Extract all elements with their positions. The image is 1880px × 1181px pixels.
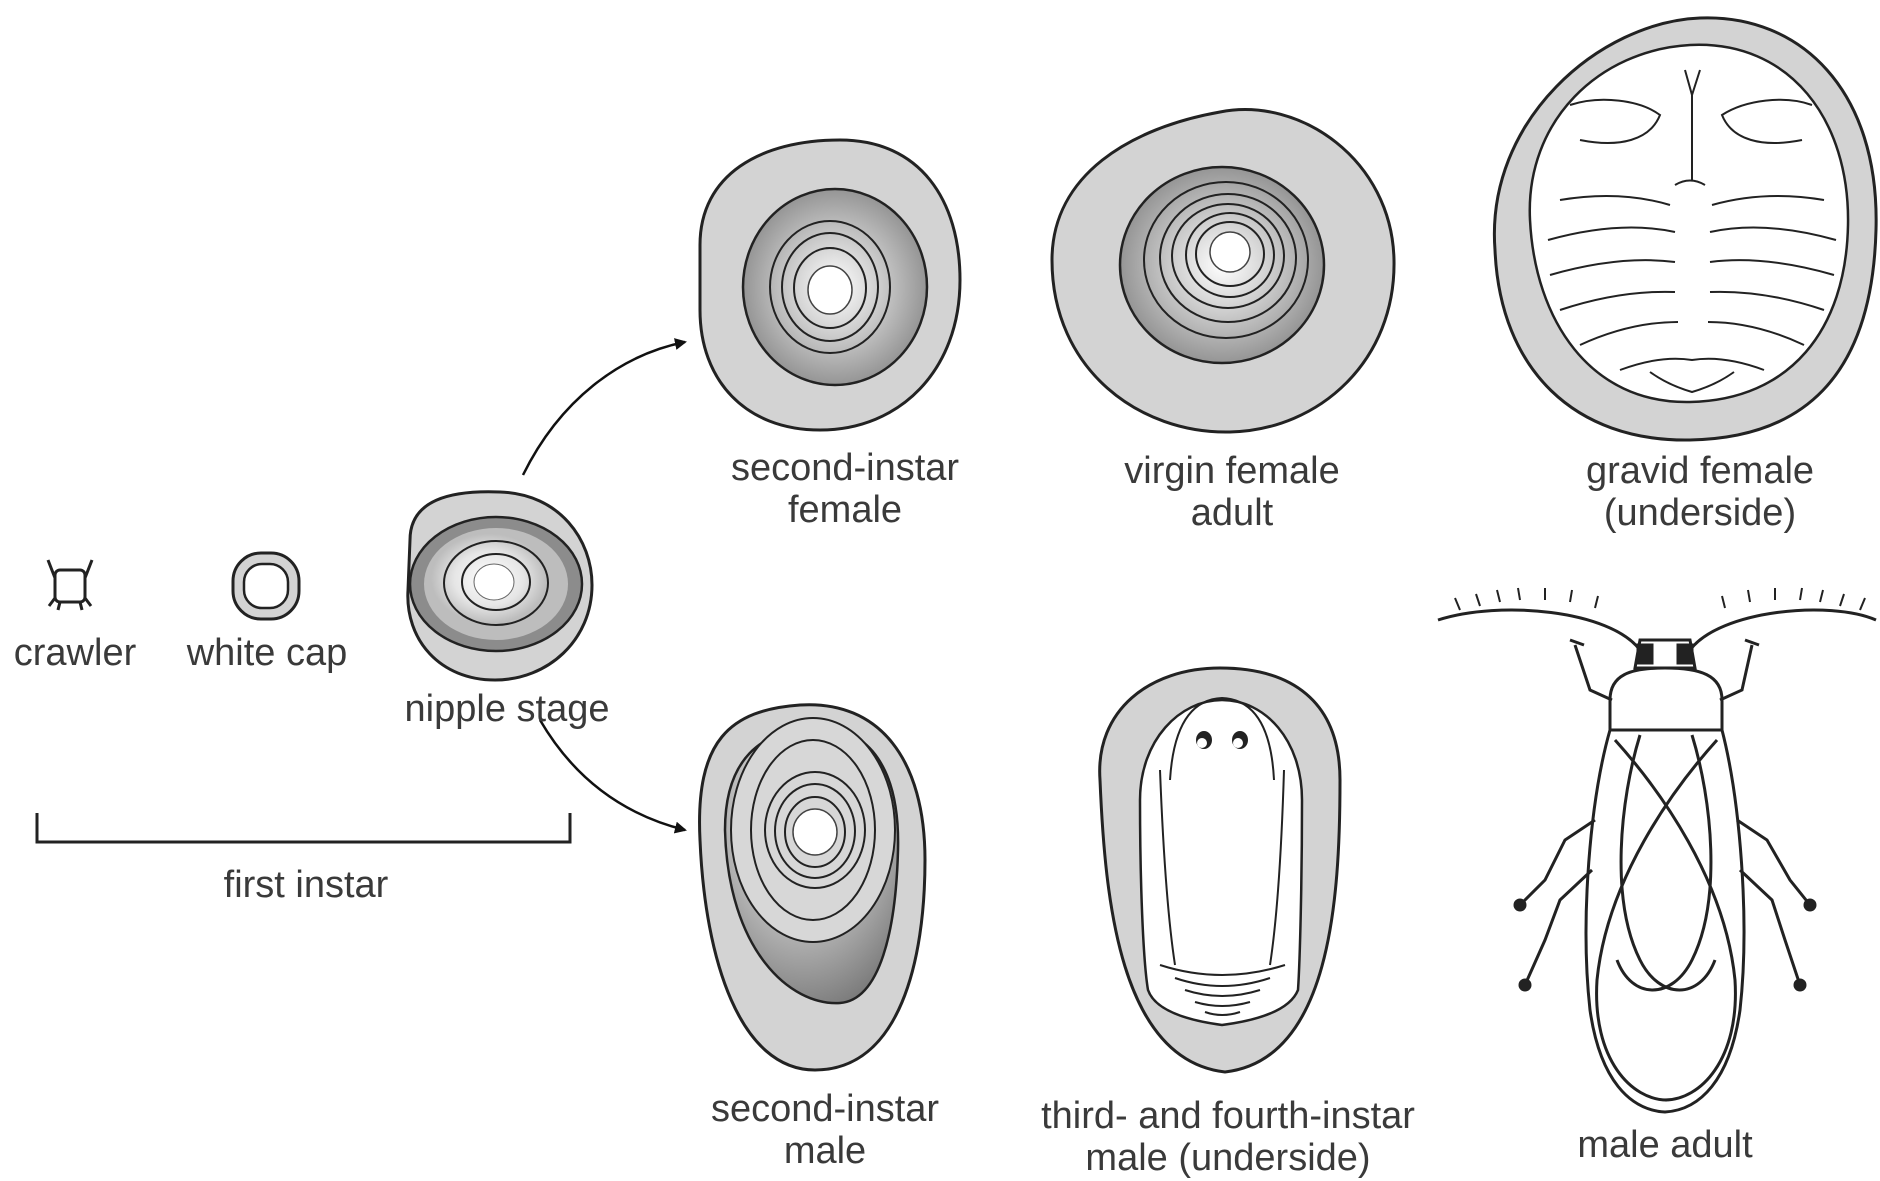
second-instar-female-label: second-instar female — [731, 447, 959, 531]
second-instar-male-label: second-instar male — [711, 1088, 939, 1172]
white-cap-label: white cap — [187, 632, 348, 674]
second-instar-female-label-line2: female — [731, 489, 959, 531]
first-instar-bracket — [37, 813, 570, 842]
third-fourth-male-label-line2: male (underside) — [1041, 1137, 1415, 1179]
first-instar-label: first instar — [224, 864, 389, 906]
arrow-to-second-instar-female — [523, 342, 685, 475]
gravid-female-label-line2: (underside) — [1586, 492, 1814, 534]
second-instar-female-label-line1: second-instar — [731, 447, 959, 489]
arrow-to-second-instar-male — [540, 720, 685, 830]
third-fourth-instar-male-underside — [1100, 668, 1340, 1072]
crawler-label: crawler — [14, 632, 136, 674]
gravid-female-label: gravid female (underside) — [1586, 450, 1814, 534]
third-fourth-male-label-line1: third- and fourth-instar — [1041, 1095, 1415, 1137]
third-fourth-instar-male-label: third- and fourth-instar male (underside… — [1041, 1095, 1415, 1179]
nipple-stage-scale — [408, 492, 592, 680]
virgin-female-adult-label: virgin female adult — [1124, 450, 1339, 534]
second-instar-male-label-line1: second-instar — [711, 1088, 939, 1130]
virgin-female-adult-scale — [1052, 110, 1394, 432]
second-instar-male-scale — [700, 705, 925, 1070]
white-cap-icon — [233, 553, 299, 619]
virgin-female-label-line2: adult — [1124, 492, 1339, 534]
gravid-female-underside — [1494, 18, 1876, 440]
male-adult-insect — [1438, 588, 1876, 1112]
crawler-icon — [48, 560, 92, 610]
virgin-female-label-line1: virgin female — [1124, 450, 1339, 492]
male-adult-label: male adult — [1577, 1124, 1752, 1166]
second-instar-male-label-line2: male — [711, 1130, 939, 1172]
gravid-female-label-line1: gravid female — [1586, 450, 1814, 492]
second-instar-female-scale — [700, 140, 960, 430]
nipple-stage-label: nipple stage — [405, 688, 610, 730]
